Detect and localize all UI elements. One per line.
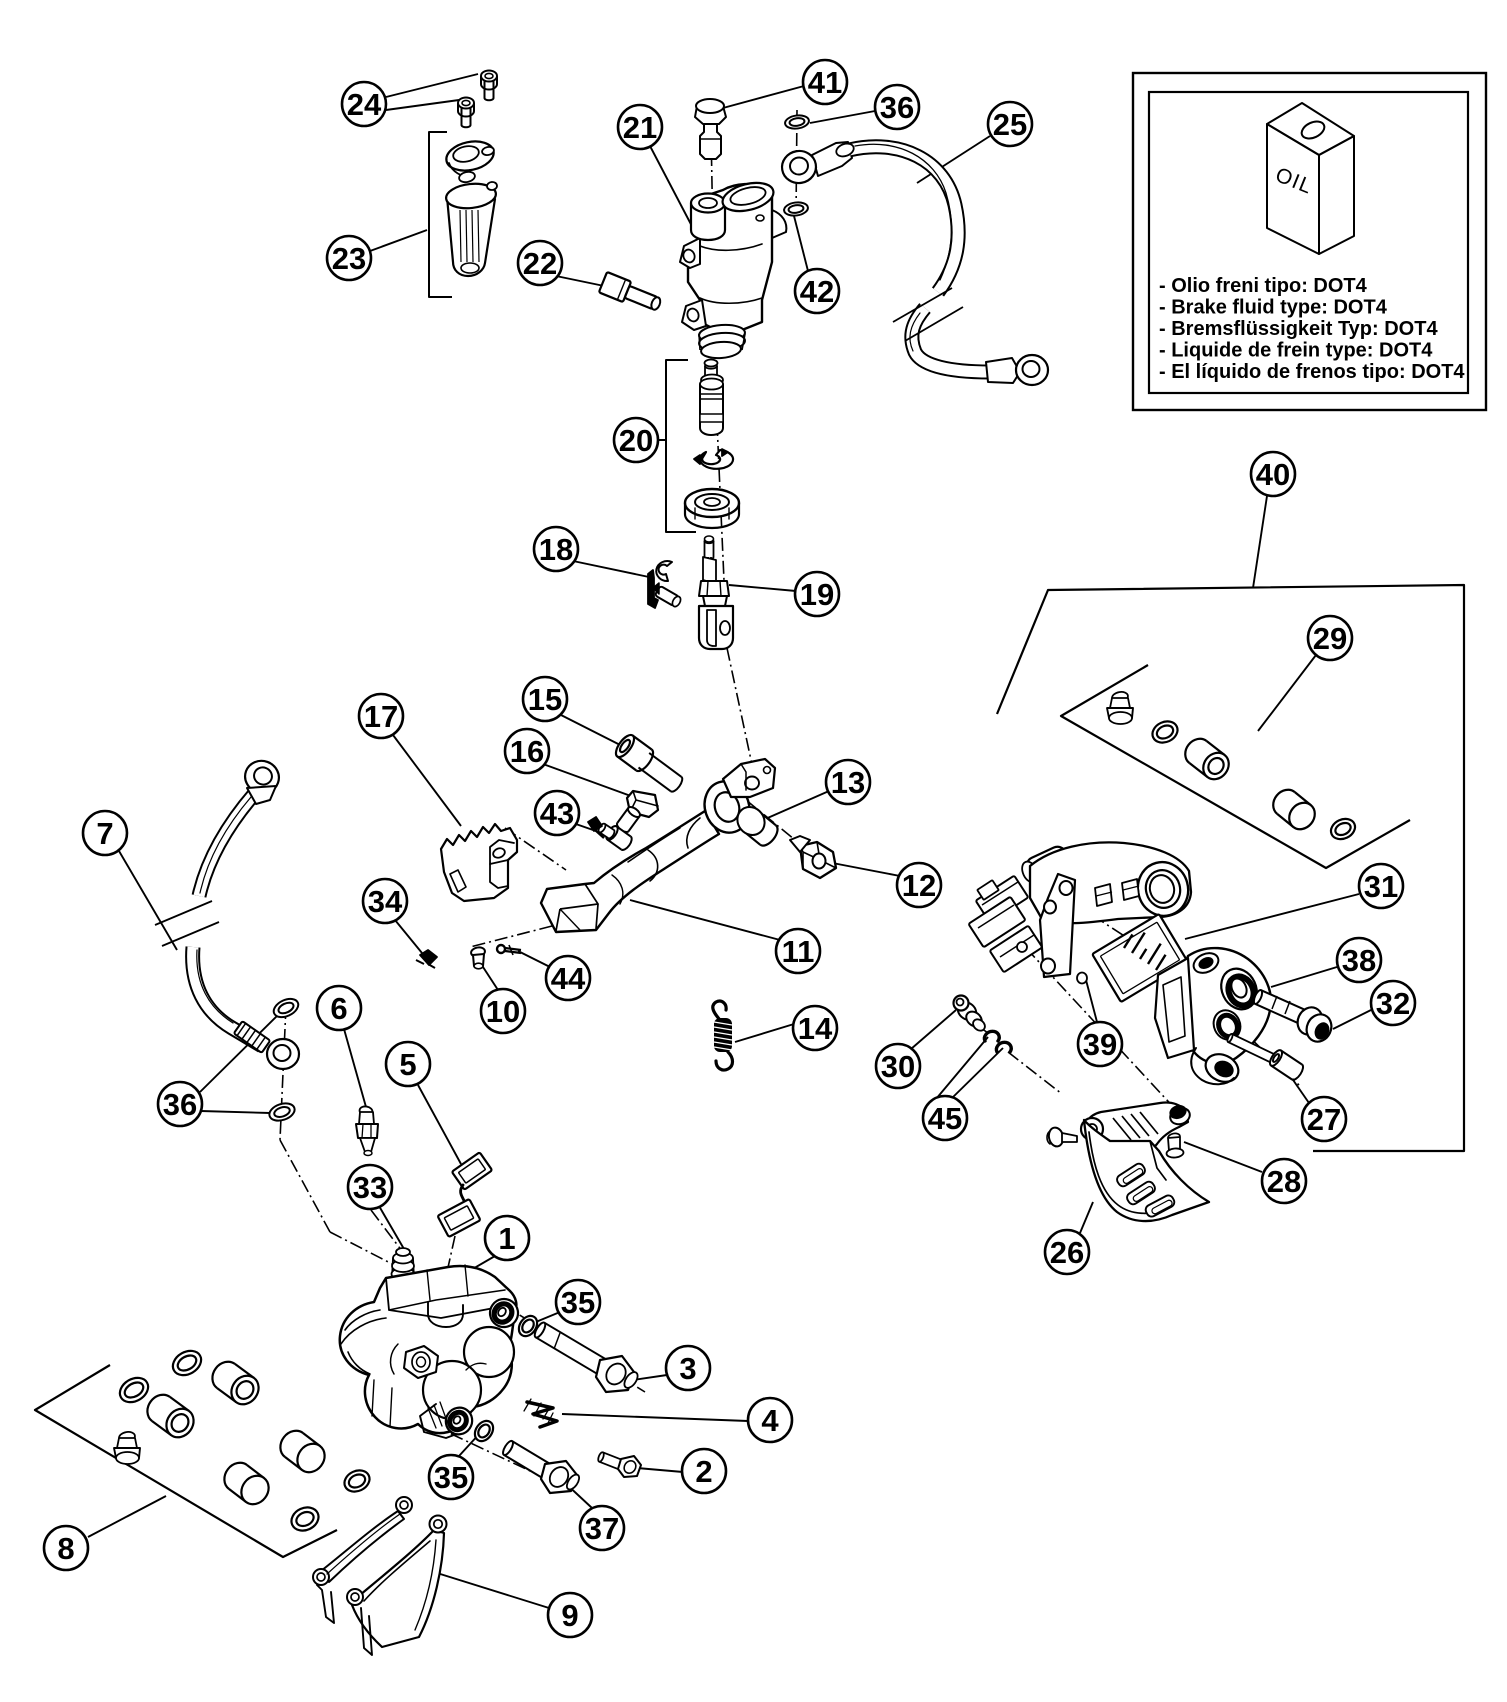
svg-text:40: 40 [1256,457,1290,492]
svg-text:- Bremsflüssigkeit Typ: DOT4: - Bremsflüssigkeit Typ: DOT4 [1159,318,1438,340]
svg-text:43: 43 [540,796,574,831]
svg-text:19: 19 [800,577,834,612]
svg-text:16: 16 [510,734,544,769]
svg-text:2: 2 [695,1454,712,1489]
svg-text:5: 5 [399,1047,416,1082]
svg-text:25: 25 [993,107,1027,142]
svg-text:41: 41 [808,65,842,100]
svg-text:11: 11 [782,934,815,969]
svg-text:14: 14 [798,1011,833,1046]
svg-text:- El líquido de frenos tipo: D: - El líquido de frenos tipo: DOT4 [1159,361,1465,383]
svg-text:45: 45 [928,1101,962,1136]
svg-text:10: 10 [486,994,520,1029]
svg-text:42: 42 [800,274,834,309]
svg-text:38: 38 [1342,943,1376,978]
svg-text:7: 7 [96,816,113,851]
svg-text:15: 15 [528,682,562,717]
svg-text:36: 36 [163,1087,197,1122]
svg-text:22: 22 [523,246,557,281]
svg-text:29: 29 [1313,621,1347,656]
svg-text:21: 21 [623,110,657,145]
svg-text:35: 35 [434,1460,468,1495]
svg-text:20: 20 [619,423,653,458]
svg-text:4: 4 [761,1403,779,1438]
svg-text:8: 8 [57,1531,74,1566]
svg-text:39: 39 [1083,1027,1117,1062]
svg-text:- Brake fluid type: DOT4: - Brake fluid type: DOT4 [1159,297,1388,319]
svg-text:36: 36 [880,90,914,125]
svg-text:24: 24 [347,87,382,122]
svg-text:34: 34 [368,884,403,919]
svg-text:35: 35 [561,1285,595,1320]
svg-text:44: 44 [551,961,586,996]
svg-text:- Olio freni tipo: DOT4: - Olio freni tipo: DOT4 [1159,275,1368,297]
svg-text:23: 23 [332,241,366,276]
svg-text:37: 37 [585,1511,619,1546]
svg-text:3: 3 [679,1351,696,1386]
svg-text:33: 33 [353,1170,387,1205]
svg-text:27: 27 [1307,1102,1341,1137]
svg-text:30: 30 [881,1049,915,1084]
svg-text:1: 1 [498,1221,515,1256]
svg-text:18: 18 [539,532,573,567]
svg-text:- Liquide de frein type: DOT4: - Liquide de frein type: DOT4 [1159,340,1433,362]
svg-text:13: 13 [831,765,865,800]
svg-text:6: 6 [330,991,347,1026]
svg-text:9: 9 [561,1598,578,1633]
svg-text:12: 12 [902,868,936,903]
svg-text:26: 26 [1050,1235,1084,1270]
svg-text:32: 32 [1376,986,1410,1021]
svg-text:28: 28 [1267,1164,1301,1199]
svg-text:31: 31 [1364,869,1398,904]
svg-text:17: 17 [364,699,398,734]
